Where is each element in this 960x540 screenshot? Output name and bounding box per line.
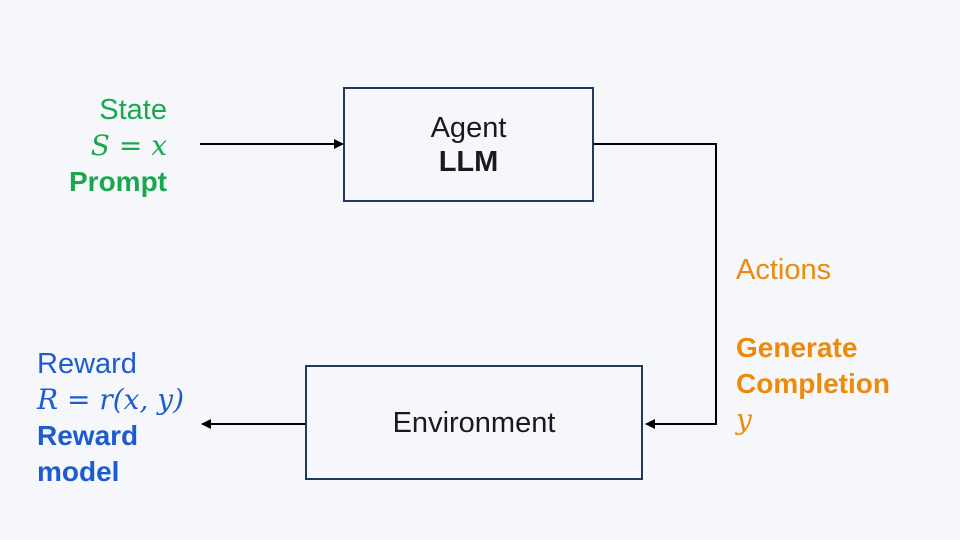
reward-model-label-line2: model <box>37 456 120 487</box>
actions-formula: y <box>736 403 752 436</box>
actions-generate-label: Generate <box>736 332 858 363</box>
actions-completion-label: Completion <box>736 368 890 399</box>
reward-group: Reward R = r(x, y) Reward model <box>37 346 184 490</box>
state-prompt-label: Prompt <box>69 166 167 197</box>
agent-box: Agent LLM <box>343 87 594 202</box>
state-formula: S = x <box>90 129 167 162</box>
state-label: State <box>99 94 167 126</box>
reward-formula: R = r(x, y) <box>37 383 184 416</box>
environment-label: Environment <box>392 406 556 439</box>
reward-label: Reward <box>37 348 137 380</box>
reward-model-label-line1: Reward <box>37 420 139 451</box>
state-group: State S = x Prompt <box>69 92 167 200</box>
agent-label: Agent <box>430 111 507 144</box>
environment-box: Environment <box>305 365 643 480</box>
agent-llm-label: LLM <box>438 145 499 178</box>
agent-to-environment-arrow <box>594 143 717 429</box>
actions-group: Actions Generate Completion y <box>736 252 890 438</box>
actions-label: Actions <box>736 254 832 286</box>
